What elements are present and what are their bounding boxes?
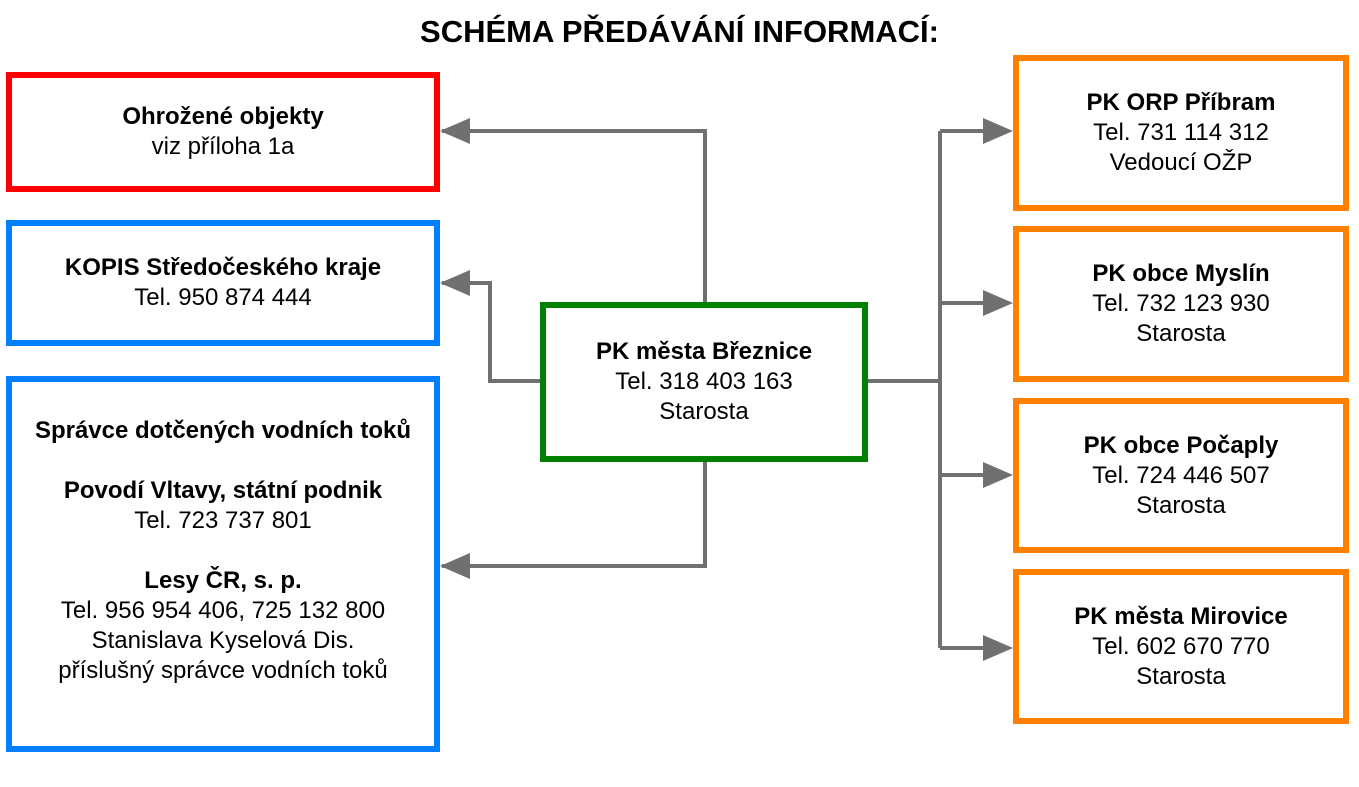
box-heading: PK ORP Příbram (1086, 89, 1276, 116)
lesy-person: Stanislava Kyselová Dis. (91, 627, 355, 654)
box-heading: Správce dotčených vodních toků (34, 417, 412, 444)
myslin-box: PK obce Myslín Tel. 732 123 930 Starosta (1013, 226, 1349, 382)
lesy-role: příslušný správce vodních toků (58, 657, 388, 684)
pribram-box: PK ORP Příbram Tel. 731 114 312 Vedoucí … (1013, 55, 1349, 211)
arrowhead-icon (983, 290, 1013, 316)
pocaply-box: PK obce Počaply Tel. 724 446 507 Starost… (1013, 398, 1349, 553)
box-phone: Tel. 731 114 312 (1093, 119, 1269, 146)
arrow-to-threatened (441, 127, 707, 304)
arrowhead-icon (440, 270, 470, 296)
arrow-to-water (442, 460, 707, 568)
arrowhead-icon (983, 462, 1013, 488)
lesy-name: Lesy ČR, s. p. (144, 567, 302, 594)
box-heading: PK obce Počaply (1083, 431, 1279, 459)
box-role: Starosta (659, 398, 749, 425)
box-phone: Tel. 732 123 930 (1092, 290, 1270, 317)
arrow-to-kopis (442, 281, 542, 383)
box-phone: Tel. 602 670 770 (1092, 632, 1270, 660)
arrowhead-icon (440, 118, 470, 144)
center-box: PK města Březnice Tel. 318 403 163 Staro… (540, 302, 868, 462)
povodi-phone: Tel. 723 737 801 (134, 507, 312, 534)
water-managers-box: Správce dotčených vodních toků Povodí Vl… (6, 376, 440, 752)
box-role: Starosta (1136, 662, 1226, 690)
box-heading: KOPIS Středočeského kraje (64, 254, 382, 281)
arrowhead-icon (983, 635, 1013, 661)
box-heading: Ohrožené objekty (122, 103, 324, 130)
box-phone: Tel. 318 403 163 (615, 368, 793, 395)
box-heading: PK města Mirovice (1074, 602, 1288, 630)
box-heading: PK města Březnice (595, 338, 813, 365)
arrowhead-icon (440, 553, 470, 579)
kopis-box: KOPIS Středočeského kraje Tel. 950 874 4… (6, 220, 440, 346)
box-role: Vedoucí OŽP (1109, 149, 1253, 176)
box-phone: Tel. 950 874 444 (134, 284, 312, 311)
box-role: Starosta (1136, 320, 1226, 347)
box-role: Starosta (1136, 491, 1226, 519)
arrowhead-icon (983, 118, 1013, 144)
box-note: viz příloha 1a (151, 133, 295, 160)
box-phone: Tel. 724 446 507 (1092, 461, 1270, 489)
mirovice-box: PK města Mirovice Tel. 602 670 770 Staro… (1013, 569, 1349, 724)
lesy-phone: Tel. 956 954 406, 725 132 800 (60, 597, 386, 624)
box-heading: PK obce Myslín (1092, 260, 1270, 287)
threatened-objects-box: Ohrožené objekty viz příloha 1a (6, 72, 440, 192)
povodi-name: Povodí Vltavy, státní podnik (63, 477, 383, 504)
diagram-title: SCHÉMA PŘEDÁVÁNÍ INFORMACÍ: (420, 14, 939, 49)
